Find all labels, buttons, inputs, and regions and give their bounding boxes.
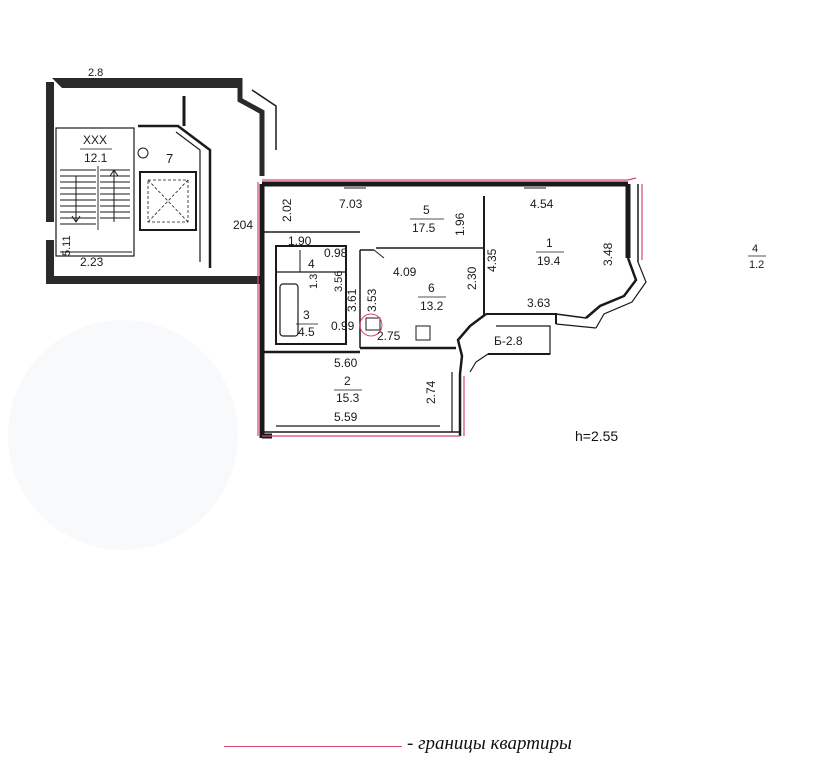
faded-stamp: [8, 320, 238, 550]
ceiling-height-label: h=2.55: [575, 428, 619, 444]
stair-steps: [60, 166, 130, 230]
stairwell-dim-left: 5.11: [61, 235, 73, 256]
room4-area: 1.3: [308, 274, 320, 289]
dim-361: 3.61: [345, 288, 359, 312]
stairwell-block: [46, 78, 277, 284]
dim-435: 4.35: [485, 248, 499, 272]
room3-number: 3: [303, 308, 310, 322]
room2-area: 15.3: [336, 391, 360, 405]
stair-wall-left: [46, 82, 54, 222]
room5-number: 5: [423, 203, 430, 217]
lift-cabin: [147, 179, 189, 223]
dim-356: 3.56: [333, 271, 345, 292]
legend-boundary-line: [224, 746, 402, 747]
lift-shaft: [139, 171, 197, 231]
legend-boundary-label: - границы квартиры: [407, 733, 572, 754]
room7-wall: [138, 124, 212, 268]
room7-label: 7: [166, 151, 173, 166]
dim-204: 204: [233, 218, 253, 232]
room1-number: 1: [546, 236, 553, 250]
room6-area: 13.2: [420, 299, 444, 313]
room2-number: 2: [344, 374, 351, 388]
room6-number: 6: [428, 281, 435, 295]
dim-190: 1.90: [288, 234, 312, 248]
dim-196: 1.96: [453, 212, 467, 236]
room4-number: 4: [308, 257, 315, 271]
stairwell-name: XXX: [83, 133, 107, 147]
dim-348: 3.48: [601, 242, 615, 266]
dim-099: 0.99: [331, 319, 355, 333]
stairwell-dim-top: 2.8: [88, 67, 103, 79]
dim-559: 5.59: [334, 410, 358, 424]
stair-wall-left-lower: [46, 240, 54, 282]
stair-arrow-down-icon: [71, 176, 81, 223]
dim-202: 2.02: [280, 198, 294, 222]
stair-wall-bottom: [46, 276, 262, 284]
room5-area: 17.5: [412, 221, 436, 235]
dim-560: 5.60: [334, 356, 358, 370]
balcony-label: Б-2.8: [494, 334, 523, 348]
stair-wall-top: [52, 78, 240, 88]
sink-icon: [415, 325, 431, 341]
stair-arrow-up-icon: [109, 169, 119, 222]
stairwell-area: 12.1: [84, 151, 108, 165]
dim-409: 4.09: [393, 265, 417, 279]
room3-area: 4.5: [298, 325, 315, 339]
dim-353: 3.53: [365, 288, 379, 312]
stair-fixture-icon: [137, 147, 149, 159]
stairwell-dim-bottom: 2.23: [80, 255, 104, 269]
dim-098a: 0.98: [324, 246, 348, 260]
stair-flight: [55, 127, 135, 257]
dim-363: 3.63: [527, 296, 551, 310]
apartment-boundary: [257, 177, 643, 437]
bathtub: [279, 283, 299, 337]
apartment-walls: [259, 179, 647, 439]
room1-area: 19.4: [537, 254, 561, 268]
neighbor-area: 1.2: [749, 259, 764, 271]
dim-274: 2.74: [424, 380, 438, 404]
stove-icon: [365, 317, 381, 331]
dim-275: 2.75: [377, 329, 401, 343]
neighbor-number: 4: [752, 243, 758, 255]
marker-circle: [359, 313, 383, 337]
dim-230: 2.30: [465, 266, 479, 290]
dim-454: 4.54: [530, 197, 554, 211]
dim-703: 7.03: [339, 197, 363, 211]
